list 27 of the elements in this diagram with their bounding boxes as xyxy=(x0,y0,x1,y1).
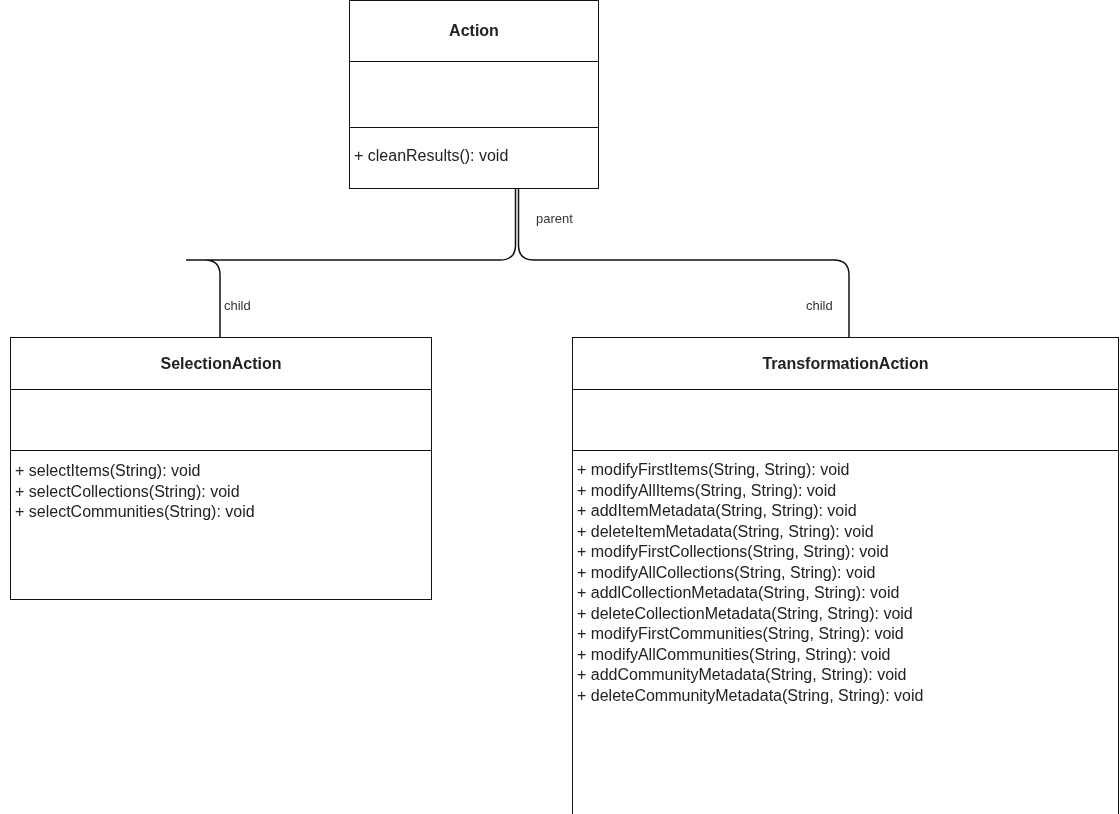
class-name: TransformationAction xyxy=(762,354,929,373)
connector-line xyxy=(517,188,850,338)
method-text: + addItemMetadata(String, String): void xyxy=(577,501,858,521)
method-text: + modifyAllCollections(String, String): void xyxy=(577,562,877,583)
edge-label: child xyxy=(224,298,251,313)
method-text: + selectCommunities(String): void xyxy=(15,502,256,522)
method-text: + selectItems(String): void xyxy=(15,461,202,481)
method-text: + modifyFirstCollections(String, String): void xyxy=(577,542,890,562)
method-text: + selectCollections(String): void xyxy=(15,481,241,502)
role-label: parent xyxy=(536,211,573,226)
class-name: SelectionAction xyxy=(160,354,282,373)
method-text: + modifyAllCommunities(String, String): void xyxy=(577,644,892,665)
method-text: + deleteItemMetadata(String, String): void xyxy=(577,521,875,542)
edge-label: child xyxy=(806,298,833,313)
class-box xyxy=(10,337,432,600)
method-text: + modifyFirstCommunities(String, String): void xyxy=(577,624,905,644)
method-text: + cleanResults(): void xyxy=(354,146,510,166)
method-text: + deleteCommunityMetadata(String, String): void xyxy=(577,685,925,706)
method-text: + modifyAllItems(String, String): void xyxy=(577,480,838,501)
class-box xyxy=(349,0,599,189)
method-text: + deleteCollectionMetadata(String, String): void xyxy=(577,603,914,624)
method-text: + modifyFirstItems(String, String): void xyxy=(577,460,851,480)
class-name: Action xyxy=(449,22,499,40)
method-text: + addCommunityMetadata(String, String): void xyxy=(577,665,908,685)
connector-line xyxy=(185,188,517,338)
class-box xyxy=(572,337,1119,814)
method-text: + addlCollectionMetadata(String, String): void xyxy=(577,583,901,603)
